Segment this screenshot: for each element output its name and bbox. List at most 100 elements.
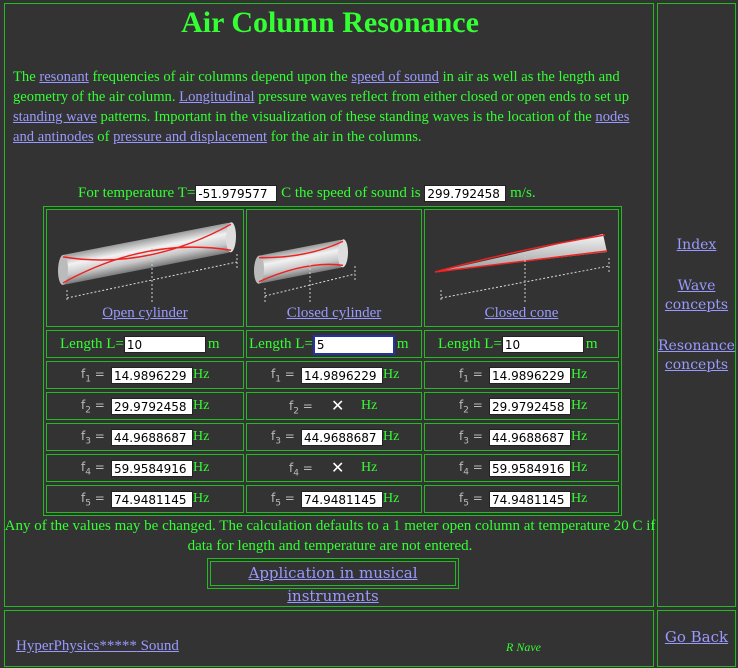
calculator-frame	[43, 206, 622, 516]
hyperphysics-link[interactable]: HyperPhysics*****	[16, 638, 137, 654]
length-label: Length L=	[60, 336, 124, 352]
sidebar-link-index[interactable]: Index	[676, 237, 717, 253]
not-allowed-x-icon: ✕	[331, 458, 345, 477]
defaults-note: Any of the values may be changed. The ca…	[4, 518, 656, 554]
main-panel	[4, 3, 654, 607]
length-input[interactable]	[312, 334, 395, 355]
hertz-unit: Hz	[383, 429, 400, 444]
intro-text: pressure waves reflect from either close…	[254, 89, 630, 105]
length-label: Length L=	[249, 336, 313, 352]
harmonic-label: f4 =	[81, 460, 105, 478]
intro-text: for the air in the columns.	[267, 129, 422, 145]
intro-link[interactable]: standing wave	[13, 109, 97, 125]
hertz-unit: Hz	[571, 460, 588, 475]
frequency-row: f2 =Hz	[46, 392, 244, 420]
frequency-output[interactable]	[111, 367, 193, 384]
frequency-output[interactable]	[111, 460, 193, 477]
length-input[interactable]	[501, 336, 584, 354]
hertz-unit: Hz	[571, 491, 588, 506]
harmonic-label: f1 =	[271, 367, 295, 385]
hertz-unit: Hz	[193, 429, 210, 444]
temperature-row: For temperature T= C the speed of sound …	[78, 185, 536, 203]
frequency-row: f2 =Hz	[424, 392, 619, 420]
closed-cylinder-diagram	[254, 239, 356, 302]
frequency-output[interactable]	[301, 491, 383, 508]
frequency-row: f2 =✕Hz	[246, 392, 422, 420]
length-unit: m	[396, 336, 409, 352]
length-row: Length L= m	[46, 330, 244, 358]
intro-link[interactable]: pressure and displacement	[113, 129, 268, 145]
frequency-row: f3 = Hz	[46, 423, 244, 451]
intro-link[interactable]: nodes and antinodes	[13, 109, 630, 145]
intro-link[interactable]: resonant	[39, 69, 89, 85]
diagram-cell: Closed cone	[424, 209, 619, 327]
harmonic-label: f2 =	[81, 398, 105, 416]
application-box: Application in musical instruments	[207, 558, 459, 605]
length-row: Length L=m	[424, 330, 619, 358]
length-row: Length L= m	[246, 330, 422, 358]
sidebar-link-wave-concepts[interactable]: Wave concepts	[664, 278, 729, 313]
frequency-output[interactable]	[111, 429, 193, 446]
frequency-row: f5 = Hz	[246, 485, 422, 513]
harmonic-label: f5 =	[271, 491, 295, 509]
frequency-row: f3 = Hz	[424, 423, 619, 451]
frequency-output[interactable]	[489, 429, 571, 446]
frequency-row: f5 =Hz	[46, 485, 244, 513]
application-link[interactable]: Application in musical instruments	[248, 564, 418, 605]
frequency-row: f4 =✕Hz	[246, 454, 422, 482]
frequency-row: f3 = Hz	[246, 423, 422, 451]
length-unit: m	[207, 336, 220, 352]
intro-text: patterns. Important in the visualization…	[96, 109, 596, 125]
frequency-output[interactable]	[489, 491, 571, 508]
frequency-row: f4 = Hz	[424, 454, 619, 482]
go-back-panel	[657, 610, 736, 667]
intro-text: The	[13, 69, 40, 85]
length-unit: m	[585, 336, 598, 352]
frequency-output[interactable]	[111, 398, 193, 415]
intro-text: frequencies of air columns depend upon t…	[88, 69, 352, 85]
column-type-link[interactable]: Closed cone	[484, 305, 559, 321]
harmonic-label: f4 =	[459, 460, 483, 478]
intro-link[interactable]: Longitudinal	[179, 89, 255, 105]
sidebar-link-resonance-concepts[interactable]: Resonance concepts	[658, 338, 735, 373]
footer-panel	[4, 610, 654, 667]
harmonic-label: f3 =	[81, 429, 105, 447]
harmonic-label: f2 =	[459, 398, 483, 416]
harmonic-label: f1 =	[81, 367, 105, 385]
speed-unit: m/s.	[510, 185, 536, 201]
frequency-row: f1 = Hz	[246, 361, 422, 389]
harmonic-label: f5 =	[459, 491, 483, 509]
frequency-output[interactable]	[301, 367, 383, 384]
hertz-unit: Hz	[383, 367, 400, 382]
hertz-unit: Hz	[571, 429, 588, 444]
harmonic-label: f2 =	[289, 399, 313, 417]
author-credit: R Nave	[506, 640, 541, 654]
harmonic-label: f4 =	[289, 461, 313, 479]
column-type-link[interactable]: Open cylinder	[102, 305, 188, 321]
temperature-label: For temperature T=	[78, 185, 196, 201]
diagram-cell: Closed cylinder	[246, 209, 422, 327]
intro-text: of	[93, 129, 114, 145]
hertz-unit: Hz	[193, 367, 210, 382]
intro-link[interactable]: speed of sound	[351, 69, 439, 85]
frequency-output[interactable]	[301, 429, 383, 446]
hertz-unit: Hz	[383, 491, 400, 506]
frequency-output[interactable]	[489, 398, 571, 415]
temperature-input[interactable]	[195, 185, 278, 203]
frequency-row: f4 = Hz	[46, 454, 244, 482]
go-back-link[interactable]: Go Back	[664, 628, 729, 646]
length-input[interactable]	[123, 336, 206, 354]
harmonic-label: f1 =	[459, 367, 483, 385]
closed-cone-diagram	[434, 234, 610, 302]
frequency-output[interactable]	[489, 460, 571, 477]
sound-link[interactable]: Sound	[136, 638, 179, 654]
harmonic-label: f3 =	[459, 429, 483, 447]
hertz-unit: Hz	[193, 460, 210, 475]
hertz-unit: Hz	[571, 367, 588, 382]
speed-of-sound-input[interactable]	[424, 185, 507, 203]
frequency-output[interactable]	[111, 491, 193, 508]
frequency-row: f1 = Hz	[46, 361, 244, 389]
harmonic-label: f3 =	[271, 429, 295, 447]
column-type-link[interactable]: Closed cylinder	[286, 305, 382, 321]
frequency-output[interactable]	[489, 367, 571, 384]
